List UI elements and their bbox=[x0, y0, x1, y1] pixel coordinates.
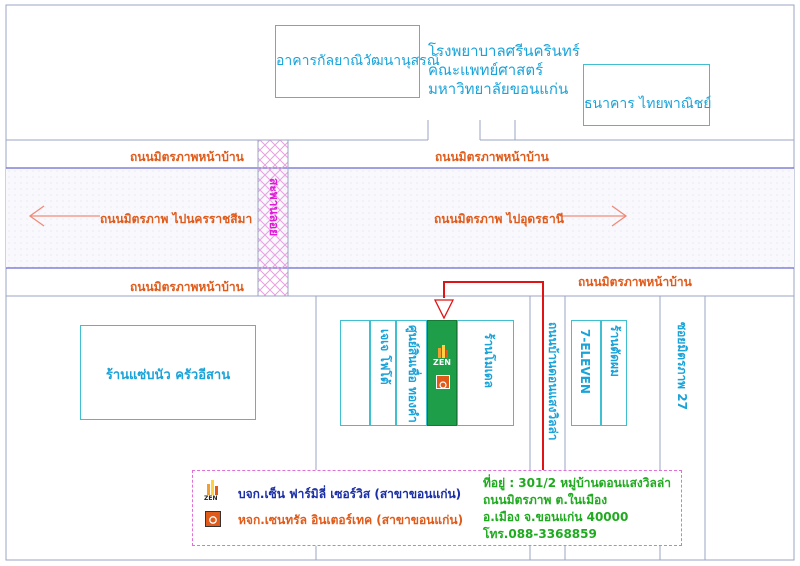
frontage-bottom-right-label: ถนนมิตรภาพหน้าบ้าน bbox=[578, 275, 692, 289]
arrow-left-icon bbox=[28, 205, 100, 227]
bank-label: ธนาคาร ไทยพาณิชย์ bbox=[584, 96, 712, 112]
company-zen: บจก.เซ็น ฟาร์มิลี่ เซอร์วิส (สาขาขอนแก่น… bbox=[238, 487, 462, 501]
shop-gold-loan-label: ศูนย์สินเชื่อ ทองคำ bbox=[406, 325, 420, 423]
main-road bbox=[6, 168, 794, 268]
address-line3: อ.เมือง จ.ขอนแก่น 40000 bbox=[483, 510, 629, 524]
central-small-logo-icon bbox=[205, 511, 221, 527]
restaurant-label: ร้านแซ่บนัว ครัวอีสาน bbox=[105, 368, 231, 383]
barber-shop-label: ร้านตัดผม bbox=[608, 325, 622, 377]
address-block: ที่อยู่ : 301/2 หมู่บ้านดอนแสงวิลล่า ถนน… bbox=[483, 475, 671, 543]
main-road-right-label: ถนนมิตรภาพ ไปอุดรธานี bbox=[434, 212, 564, 226]
hospital-label-block: โรงพยาบาลศรีนครินทร์ คณะแพทย์ศาสตร์ มหาว… bbox=[428, 42, 580, 99]
route-line bbox=[443, 281, 544, 470]
zen-building-icon bbox=[437, 343, 449, 358]
side-road-label: ถนนบ้านดอนแสงวิลล่า bbox=[546, 322, 560, 441]
address-line1: ที่อยู่ : 301/2 หมู่บ้านดอนแสงวิลล่า bbox=[483, 476, 671, 490]
restaurant-building: ร้านแซ่บนัว ครัวอีสาน bbox=[80, 325, 256, 420]
shop-model-label: ร้านโมเดล bbox=[482, 333, 496, 388]
hospital-line3: มหาวิทยาลัยขอนแก่น bbox=[428, 80, 569, 98]
seven-eleven-label: 7-ELEVEN bbox=[578, 329, 592, 394]
frontage-bottom-left-label: ถนนมิตรภาพหน้าบ้าน bbox=[130, 280, 244, 294]
footbridge bbox=[257, 139, 289, 297]
barber-shop: ร้านตัดผม bbox=[601, 320, 627, 426]
central-logo-icon bbox=[436, 375, 450, 389]
company-central: หจก.เซนทรัล อินเตอร์เทค (สาขาขอนแก่น) bbox=[238, 513, 464, 527]
arrow-right-icon bbox=[560, 205, 628, 227]
zen-label: ZEN bbox=[433, 358, 451, 367]
hospital-line2: คณะแพทย์ศาสตร์ bbox=[428, 61, 544, 79]
lakkana-building-label: อาคารกัลยาณิวัฒนานุสรณ์ bbox=[276, 53, 440, 69]
map-frame bbox=[5, 4, 795, 561]
bank-building: ธนาคาร ไทยพาณิชย์ bbox=[583, 64, 712, 126]
seven-eleven: 7-ELEVEN bbox=[571, 320, 601, 426]
shop-left-margin bbox=[340, 320, 370, 426]
lakkana-building: อาคารกัลยาณิวัฒนานุสรณ์ bbox=[275, 25, 440, 98]
shop-zen: ZEN bbox=[427, 320, 457, 426]
info-box: ZEN บจก.เซ็น ฟาร์มิลี่ เซอร์วิส (สาขาขอน… bbox=[192, 470, 682, 546]
zen-logo-icon bbox=[206, 479, 220, 501]
main-road-left-label: ถนนมิตรภาพ ไปนครราชสีมา bbox=[100, 212, 253, 226]
zen-logo-text: ZEN bbox=[204, 495, 218, 502]
shop-gold-loan: ศูนย์สินเชื่อ ทองคำ bbox=[396, 320, 427, 426]
address-line2: ถนนมิตรภาพ ต.ในเมือง bbox=[483, 493, 608, 507]
destination-arrow-icon bbox=[433, 299, 455, 320]
frontage-top-left-label: ถนนมิตรภาพหน้าบ้าน bbox=[130, 150, 244, 164]
shop-jj-photo: เจเจ โฟโต้ bbox=[370, 320, 396, 426]
frontage-top-right-label: ถนนมิตรภาพหน้าบ้าน bbox=[435, 150, 549, 164]
footbridge-label: สะพานลอย bbox=[267, 178, 281, 237]
hospital-line1: โรงพยาบาลศรีนครินทร์ bbox=[428, 42, 580, 60]
shop-jj-photo-label: เจเจ โฟโต้ bbox=[378, 329, 392, 385]
shop-model: ร้านโมเดล bbox=[457, 320, 514, 426]
soi-27-label: ซอยมิตรภาพ 27 bbox=[675, 322, 689, 410]
address-line4: โทร.088-3368859 bbox=[483, 527, 597, 541]
